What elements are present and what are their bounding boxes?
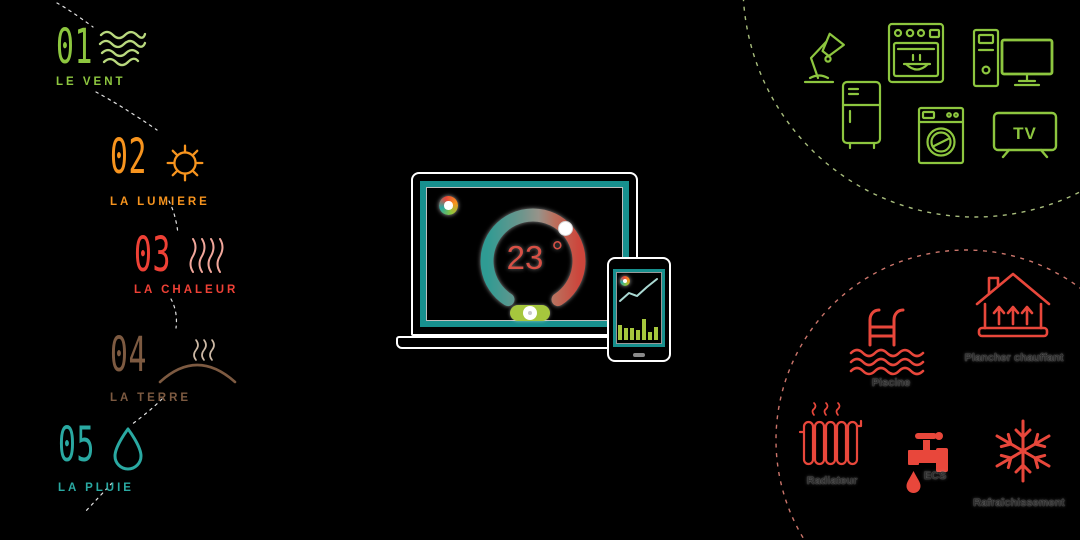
heated-floor-house-icon: [975, 272, 1051, 338]
sun-icon: [166, 144, 204, 182]
step-number: 05: [58, 417, 96, 473]
step-label: LE VENT: [56, 76, 126, 88]
hot-water-label: ECS: [923, 470, 947, 482]
heated-floor-label: Plancher chauffant: [964, 352, 1064, 364]
thermostat-gauge: [480, 208, 586, 307]
appliances-circle-outline: [742, 0, 1080, 218]
app-logo-icon-small: [620, 276, 630, 286]
step-label: LA CHALEUR: [134, 284, 239, 296]
bar-chart: [618, 319, 658, 340]
smartphone: [607, 257, 671, 362]
degree-symbol: °: [551, 236, 564, 269]
toggle-switch[interactable]: [510, 305, 550, 321]
fridge-icon: [841, 80, 882, 150]
snowflake-icon: [992, 419, 1054, 483]
washing-machine-icon: [917, 106, 965, 165]
step-number: 02: [110, 129, 148, 185]
step-number: 04: [110, 327, 148, 383]
app-logo-icon: [439, 196, 458, 215]
step-le-vent: 01 LE VENT: [56, 19, 148, 88]
pool-label: Piscine: [871, 377, 911, 389]
phone-home-button: [633, 353, 645, 357]
laptop-screen: 23°: [420, 181, 629, 327]
wind-waves-icon: [98, 30, 147, 67]
tv-icon: TV: [992, 111, 1058, 159]
desk-lamp-icon: [803, 32, 845, 84]
pool-icon: [849, 308, 925, 376]
earth-mound-icon: [158, 339, 237, 384]
laptop: 23°: [411, 172, 638, 336]
step-la-pluie: 05 LA PLUIE: [58, 417, 146, 494]
cooling-label: Rafraîchissement: [973, 497, 1065, 509]
heat-waves-icon: [189, 238, 224, 273]
hot-water-tap-icon: [906, 432, 948, 493]
step-label: LA TERRE: [110, 392, 192, 404]
gauge-arc: [480, 208, 586, 307]
tv-label: TV: [1013, 124, 1037, 143]
radiator-label: Radiateur: [806, 475, 858, 487]
step-la-chaleur: 03 LA CHALEUR: [134, 227, 239, 296]
desktop-computer-icon: [972, 28, 1054, 88]
phone-screen: [613, 269, 665, 347]
oven-icon: [887, 22, 945, 84]
water-drop-icon: [113, 427, 143, 471]
step-label: LA PLUIE: [58, 482, 134, 494]
step-label: LA LUMIERE: [110, 196, 210, 208]
line-chart: [619, 278, 658, 302]
step-la-terre: 04 LA TERRE: [110, 327, 238, 404]
energy-uses-circle-outline: [775, 249, 1080, 540]
temperature-value: 23: [506, 239, 544, 276]
gauge-knob[interactable]: [558, 221, 573, 236]
step-number: 03: [134, 227, 172, 283]
step-la-lumiere: 02 LA LUMIERE: [110, 129, 210, 208]
toggle-knob[interactable]: [523, 306, 537, 320]
temperature-readout: 23°: [492, 236, 578, 277]
radiator-icon: [798, 402, 863, 466]
step-number: 01: [56, 19, 94, 75]
